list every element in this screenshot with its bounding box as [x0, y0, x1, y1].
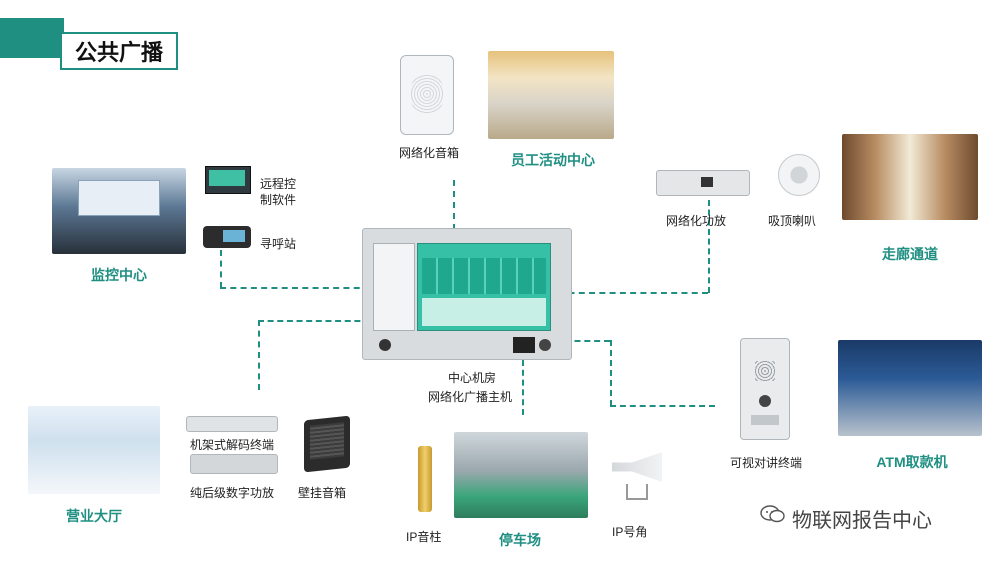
host-screen: [417, 243, 551, 331]
paging-station-image: [203, 226, 251, 248]
digital-amp-label: 纯后级数字功放: [190, 486, 275, 500]
ip-horn-image: [612, 452, 662, 482]
link-hall: [258, 320, 370, 322]
monitor-center-photo: [52, 168, 186, 254]
corridor-label: 走廊通道: [882, 246, 938, 262]
video-intercom-label: 可视对讲终端: [730, 456, 803, 470]
wall-speaker-label: 壁挂音箱: [298, 486, 347, 500]
remote-software-image: [205, 166, 251, 194]
page-title: 公共广播: [60, 32, 178, 70]
network-speaker-image: [400, 55, 454, 135]
wall-speaker-image: [304, 415, 350, 473]
link-amplifier: [548, 292, 708, 294]
title-accent-bar: [0, 18, 64, 58]
remote-software-label: 远程控 制软件: [260, 177, 297, 207]
parking-photo: [454, 432, 588, 518]
link-hall-v: [258, 320, 260, 390]
paging-station-label: 寻呼站: [260, 237, 297, 251]
rack-decoder-image: [186, 416, 278, 432]
business-hall-photo: [28, 406, 160, 494]
employee-center-label: 员工活动中心: [511, 152, 595, 168]
host-label-1: 中心机房: [447, 371, 496, 385]
watermark-text: 物联网报告中心: [792, 510, 932, 532]
link-atm-h2: [610, 405, 715, 407]
link-amplifier-v: [708, 200, 710, 293]
host-label-2: 网络化广播主机: [427, 390, 512, 404]
rack-decoder-label: 机架式解码终端: [190, 438, 275, 452]
monitor-center-label: 监控中心: [91, 267, 147, 283]
video-intercom-image: [740, 338, 790, 440]
digital-amp-image: [190, 454, 278, 474]
network-speaker-label: 网络化音箱: [398, 146, 459, 160]
wechat-icon: [760, 504, 786, 524]
ip-column-image: [418, 446, 432, 512]
ip-column-label: IP音柱: [406, 530, 442, 544]
business-hall-label: 营业大厅: [66, 508, 122, 524]
link-parking: [522, 360, 524, 415]
link-atm-h1: [545, 340, 610, 342]
link-monitor-v: [220, 250, 222, 288]
atm-photo: [838, 340, 982, 436]
network-amplifier-label: 网络化功放: [666, 214, 727, 228]
link-atm-v: [610, 340, 612, 406]
employee-center-photo: [488, 51, 614, 139]
network-amplifier-image: [656, 170, 750, 196]
broadcast-host: [362, 228, 572, 360]
ip-horn-label: IP号角: [612, 525, 648, 539]
link-speaker: [453, 180, 455, 230]
link-monitor: [220, 287, 370, 289]
ceiling-speaker-image: [778, 154, 820, 196]
atm-label: ATM取款机: [876, 454, 948, 470]
corridor-photo: [842, 134, 978, 220]
ceiling-speaker-label: 吸顶喇叭: [768, 214, 817, 228]
parking-label: 停车场: [499, 532, 541, 548]
